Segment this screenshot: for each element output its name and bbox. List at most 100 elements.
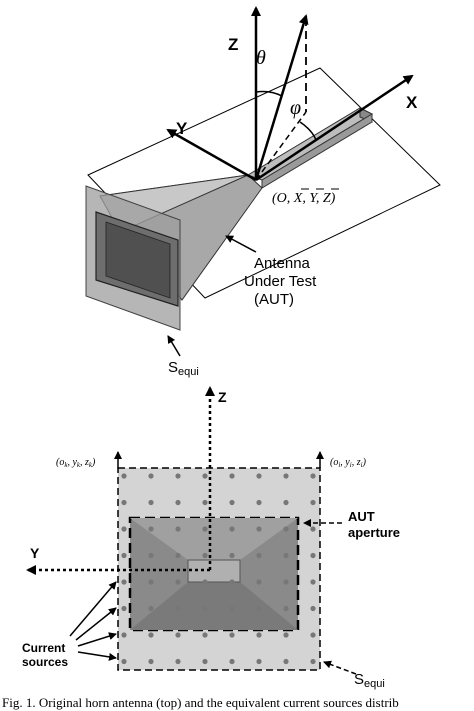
current-source-dot: [175, 552, 181, 559]
figure-caption: Fig. 1. Original horn antenna (top) and …: [2, 695, 399, 710]
current-source-dot: [283, 473, 289, 479]
current-sources-line1: Current: [22, 641, 65, 655]
current-source-dot: [202, 605, 208, 612]
phi-label: φ: [290, 97, 301, 119]
current-source-dot: [148, 552, 154, 559]
current-source-dot: [202, 473, 208, 479]
current-source-dot: [256, 579, 262, 585]
current-source-dot: [283, 658, 289, 665]
frame-label-left: (ok, yk, zk): [56, 457, 96, 469]
current-source-dot: [148, 499, 154, 506]
aut-label-line1: Antenna: [254, 255, 311, 272]
axis-x-label-top: X: [406, 93, 418, 112]
current-source-dot: [256, 526, 262, 532]
current-source-dot: [175, 579, 181, 585]
current-source-dot: [202, 499, 208, 506]
current-source-dot: [283, 552, 289, 559]
current-source-dot: [283, 499, 289, 506]
current-source-dot: [121, 632, 127, 638]
aut-label-line2: Under Test: [244, 273, 317, 290]
current-source-dot: [256, 552, 262, 559]
current-source-dot: [229, 632, 235, 638]
current-source-dot: [283, 605, 289, 612]
frame-label-right: (oi, yi, zi): [330, 457, 367, 469]
bottom-diagram: Z Y (ok, yk, zk) (oi, yi, zi) AUT apertu…: [22, 386, 400, 690]
current-source-dot: [310, 473, 316, 479]
current-source-dot: [148, 658, 154, 665]
current-source-dot: [121, 579, 127, 585]
y-axis-top: [166, 128, 257, 182]
current-source-dot: [256, 632, 262, 638]
current-source-dot: [229, 552, 235, 559]
current-source-dot: [310, 579, 316, 585]
current-source-dot: [202, 632, 208, 638]
sequi-pointer-bottom: [323, 660, 357, 675]
current-source-dot: [148, 579, 154, 585]
current-source-dot: [175, 605, 181, 612]
aut-aperture-label-line1: AUT: [348, 509, 375, 524]
current-source-dot: [202, 658, 208, 665]
current-source-dot: [148, 473, 154, 479]
current-source-dot: [229, 579, 235, 585]
current-arrow-4: [77, 651, 117, 661]
current-source-dot: [310, 552, 316, 559]
sequi-label-bottom: Sequi: [354, 671, 385, 690]
current-source-dot: [283, 526, 289, 532]
current-source-dot: [283, 579, 289, 585]
phi-arc: [299, 121, 317, 141]
current-source-dot: [256, 658, 262, 665]
current-source-dot: [229, 526, 235, 532]
direction-vector: [254, 14, 309, 181]
current-arrow-1: [69, 581, 117, 637]
aut-pointer: [225, 235, 257, 253]
axis-y-label-top: Y: [176, 119, 188, 138]
theta-arc: [255, 90, 283, 97]
axis-y-label-bottom: Y: [30, 545, 40, 561]
current-source-dot: [175, 473, 181, 479]
current-source-grid: [121, 473, 316, 665]
current-source-dot: [175, 499, 181, 506]
current-source-dot: [202, 552, 208, 559]
current-source-dot: [256, 605, 262, 612]
sequi-pointer-top: [167, 335, 181, 357]
current-source-dot: [121, 499, 127, 506]
current-source-dot: [175, 658, 181, 665]
current-source-dot: [202, 579, 208, 585]
theta-label: θ: [256, 47, 266, 69]
axis-z-label-top: Z: [228, 35, 238, 54]
current-source-dot: [310, 658, 316, 665]
x-axis-top: [255, 74, 414, 182]
current-source-dot: [256, 499, 262, 506]
current-source-dot: [148, 605, 154, 612]
frame-label-top: (O, X, Y, Z): [272, 191, 336, 206]
axis-z-label-bottom: Z: [218, 389, 227, 405]
current-source-dot: [175, 632, 181, 638]
aut-aperture-label-line2: aperture: [348, 525, 400, 540]
current-source-dot: [148, 632, 154, 638]
current-arrow-3: [77, 632, 117, 647]
current-source-dot: [202, 526, 208, 532]
current-sources-line2: sources: [22, 655, 68, 669]
current-source-dot: [229, 658, 235, 665]
current-source-dot: [121, 526, 127, 532]
current-source-dot: [121, 658, 127, 665]
current-source-dot: [175, 526, 181, 532]
current-source-dot: [310, 632, 316, 638]
current-source-dot: [148, 526, 154, 532]
current-source-dot: [121, 605, 127, 612]
current-source-dot: [256, 473, 262, 479]
current-source-dot: [121, 552, 127, 559]
current-source-dot: [229, 473, 235, 479]
current-source-dot: [229, 499, 235, 506]
current-source-dot: [229, 605, 235, 612]
current-arrow-2: [75, 607, 117, 641]
aut-label-line3: (AUT): [254, 291, 294, 308]
top-diagram: Z Y X θ φ (O, X, Y, Z) Antenna Under Tes…: [85, 6, 441, 378]
current-source-dot: [310, 499, 316, 506]
current-source-dot: [310, 526, 316, 532]
current-source-dot: [283, 632, 289, 638]
sequi-label-top: Sequi: [168, 359, 199, 378]
current-source-dot: [310, 605, 316, 612]
current-source-dot: [121, 473, 127, 479]
